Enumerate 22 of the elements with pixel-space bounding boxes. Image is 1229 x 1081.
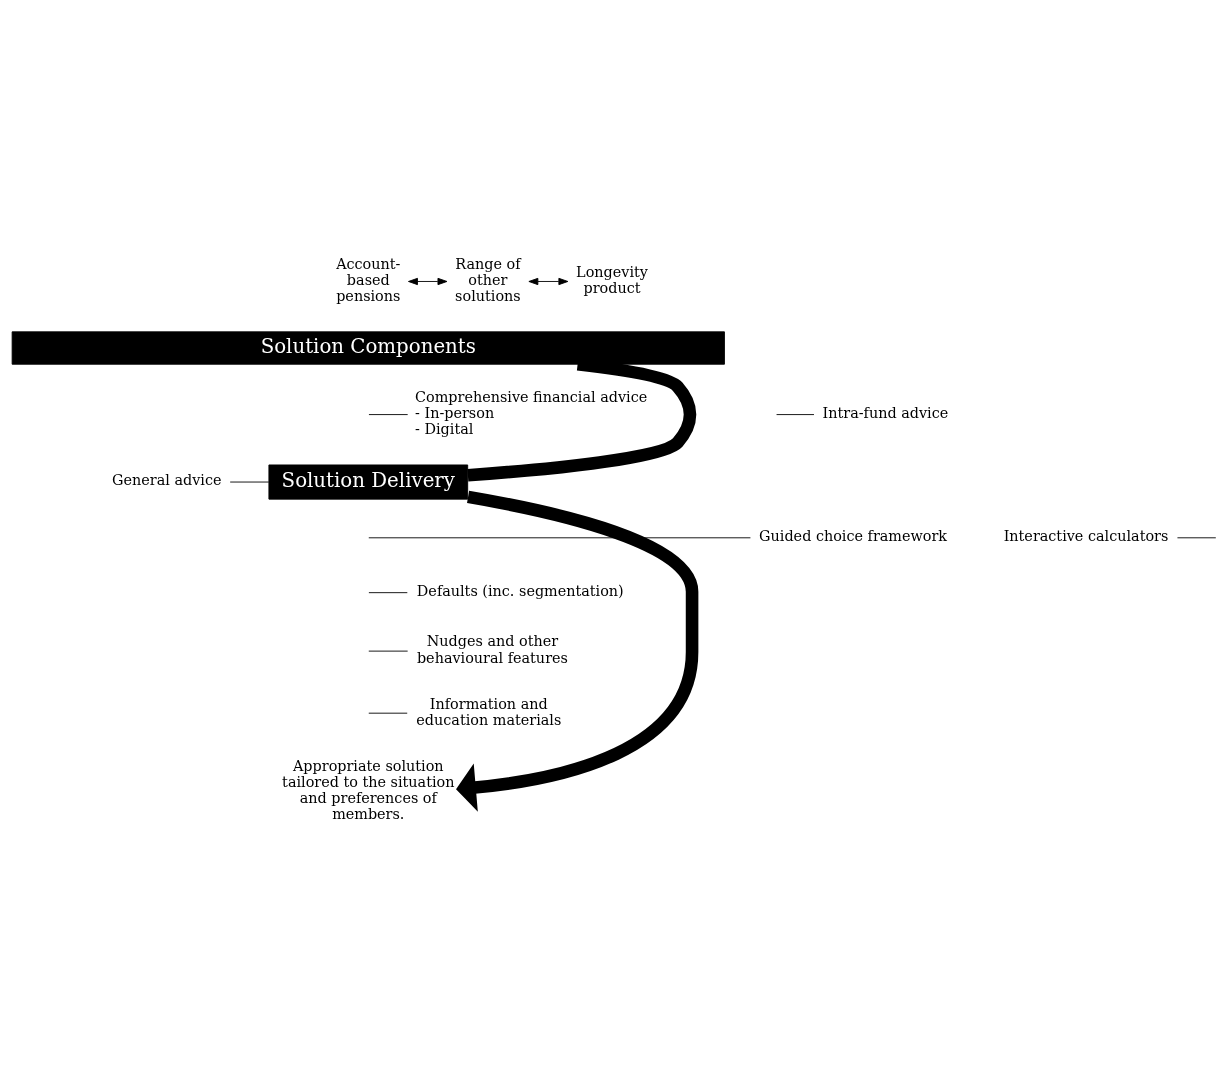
node-text: Range of other solutions	[455, 255, 521, 305]
node-text: Comprehensive financial advice - In-person - Digital	[415, 388, 648, 438]
connector	[368, 592, 408, 594]
arrow	[456, 490, 699, 812]
node-text: Interactive calculators	[1003, 528, 1169, 545]
connector	[229, 481, 270, 483]
node-box: Solution Delivery	[268, 464, 469, 500]
node-text: Appropriate solution tailored to the situation and preferences of members.	[282, 757, 455, 823]
arrow	[408, 277, 448, 286]
node-text: Longevity product	[576, 263, 648, 296]
connector	[368, 414, 409, 416]
connector	[368, 537, 751, 539]
node-text: Defaults (inc. segmentation)	[416, 583, 624, 600]
node-text: Nudges and other behavioural features	[416, 633, 568, 666]
node-text: Information and education materials	[416, 695, 562, 728]
connector	[776, 414, 815, 416]
node-box: Solution Components	[11, 331, 725, 365]
node-text: Guided choice framework	[759, 528, 948, 545]
node-text: General advice	[112, 472, 222, 489]
node-text: Intra-fund advice	[822, 405, 949, 421]
arrow	[528, 277, 569, 286]
node-text: Account- based pensions	[336, 255, 401, 305]
